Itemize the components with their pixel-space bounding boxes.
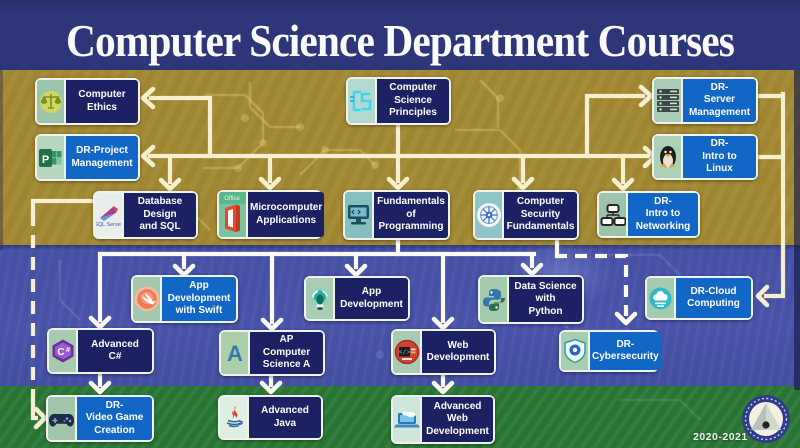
svg-text:</>: </> <box>398 349 410 356</box>
svg-text:A: A <box>227 341 243 366</box>
svg-text:#: # <box>66 347 70 354</box>
svg-text:C: C <box>57 347 64 358</box>
svg-text:Office: Office <box>224 196 240 202</box>
svg-text:P: P <box>42 154 49 166</box>
svg-text:SQL Server: SQL Server <box>96 222 121 228</box>
